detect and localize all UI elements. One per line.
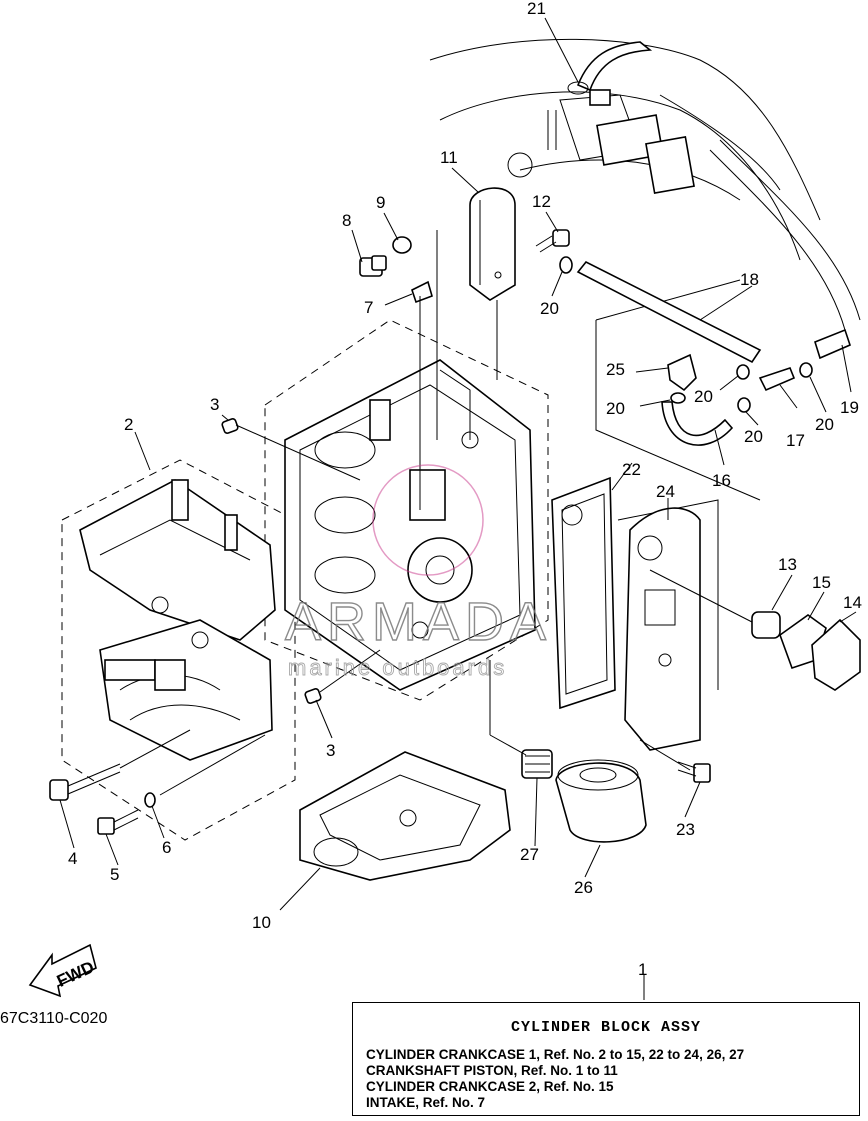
callout-26: 26 [574,878,593,897]
callout-10: 10 [252,913,271,932]
callout-16: 16 [712,471,731,490]
hose-18 [576,260,762,364]
assembly-outline-16 [595,279,761,501]
assembly-outline-block [264,319,549,701]
crankcase-2 [79,479,276,761]
callout-17: 17 [786,431,805,450]
cylinder-block [284,359,536,691]
callout-3b: 3 [326,741,335,760]
bolt-23 [677,761,711,783]
bolt-12 [535,229,570,253]
plug-8 [359,255,387,277]
callout-4: 4 [68,849,77,868]
callout-15: 15 [812,573,831,592]
fwd-arrow-icon: FWD [28,943,97,998]
callout-20d: 20 [744,427,763,446]
callout-14: 14 [843,593,862,612]
fitting-17 [758,367,796,392]
engine-cowling-outline [429,38,821,261]
legend-box: CYLINDER BLOCK ASSY CYLINDER CRANKCASE 1… [352,1002,860,1116]
legend-lines: CYLINDER CRANKCASE 1, Ref. No. 2 to 15, … [366,1047,744,1111]
hose-16 [661,401,734,446]
callout-5: 5 [110,865,119,884]
callout-20b: 20 [694,387,713,406]
watermark: ARMADA marine outboards [284,464,552,680]
hose-21 [567,41,653,95]
legend-line: CYLINDER CRANKCASE 1, Ref. No. 2 to 15, … [366,1047,745,1062]
legend-title: CYLINDER BLOCK ASSY [510,1019,702,1036]
bolt-4 [49,763,121,801]
gasket-9 [392,236,412,254]
legend-line: CYLINDER CRANKCASE 2, Ref. No. 15 [366,1079,614,1094]
callout-20a: 20 [540,299,559,318]
callout-1: 1 [638,960,647,979]
callout-9: 9 [376,193,385,212]
joint-25 [667,353,697,392]
callout-13: 13 [778,555,797,574]
bolt-5 [97,809,139,835]
callout-11: 11 [440,148,458,167]
gasket-10 [299,751,511,881]
diagram-code: 67C3110-C020 [0,1010,108,1027]
callout-6: 6 [162,838,171,857]
callout-numbers: 1 2 3 3 4 5 6 7 8 9 10 11 12 13 14 15 16… [68,0,862,979]
thermostat-cover-14 [811,618,861,691]
callout-leaders [59,17,857,911]
plug-7 [411,280,433,304]
callout-19: 19 [840,398,859,417]
hose-clamp-20 [559,256,813,413]
gasket-22 [551,476,616,710]
callout-24: 24 [656,482,675,501]
callout-25: 25 [606,360,625,379]
breather-hose-19 [709,139,861,360]
callout-3a: 3 [210,395,219,414]
callout-22: 22 [622,460,641,479]
dowel-pin-3 [221,418,322,704]
assembly-outline-2 [61,459,296,841]
watermark-tagline: marine outboards [288,655,507,680]
callout-20c: 20 [815,415,834,434]
callout-27: 27 [520,845,539,864]
legend-line: CRANKSHAFT PISTON, Ref. No. 1 to 11 [366,1063,618,1078]
callout-7: 7 [364,298,373,317]
bracket-11 [469,187,516,301]
callout-23: 23 [676,820,695,839]
alignment-lines [119,230,753,796]
legend-line: INTAKE, Ref. No. 7 [366,1095,486,1110]
thermostat-13 [751,611,781,639]
callout-2: 2 [124,415,133,434]
washer-6 [144,792,156,808]
callout-18: 18 [740,270,759,289]
callout-21: 21 [527,0,546,18]
callout-12: 12 [532,192,551,211]
watermark-brand: ARMADA [285,592,552,652]
callout-20e: 20 [606,399,625,418]
oil-filter-26 [555,759,647,843]
cover-24 [624,507,701,751]
spring-27 [521,749,553,779]
callout-8: 8 [342,211,351,230]
